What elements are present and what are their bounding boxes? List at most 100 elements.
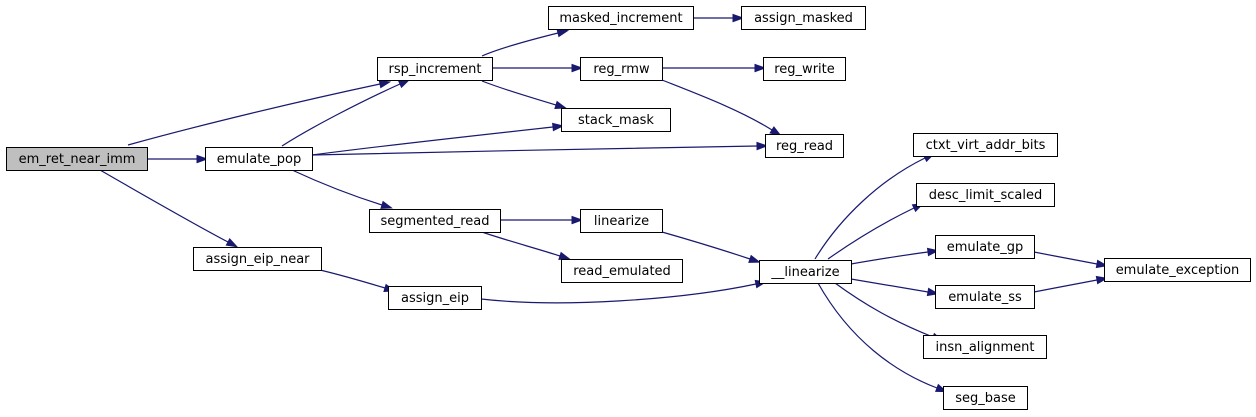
- node-box[interactable]: [913, 133, 1058, 157]
- node-label: assign_eip_near: [205, 252, 310, 267]
- node-label: assign_eip: [401, 291, 469, 306]
- edge-reg_rmw-to-reg_write: [662, 63, 767, 73]
- node-label: reg_read: [776, 139, 833, 154]
- edge-line: [319, 269, 386, 289]
- node-emulate-exception[interactable]: emulate_exception: [1104, 258, 1251, 282]
- edge-line: [661, 231, 751, 260]
- node-box[interactable]: [916, 183, 1055, 207]
- node-box[interactable]: [923, 335, 1047, 359]
- node-label: linearize: [594, 214, 649, 229]
- node-box[interactable]: [1104, 258, 1251, 282]
- node-emulate-pop[interactable]: emulate_pop: [205, 147, 313, 171]
- node-label: __linearize: [770, 265, 839, 280]
- node-box[interactable]: [561, 108, 671, 132]
- edge-line: [481, 32, 559, 57]
- node-label: reg_write: [774, 62, 835, 77]
- node-box[interactable]: [935, 235, 1035, 259]
- edge-arrowhead: [196, 154, 209, 164]
- node-box[interactable]: [388, 286, 482, 310]
- node-rsp-increment[interactable]: rsp_increment: [377, 57, 493, 81]
- node-label: emulate_exception: [1116, 263, 1240, 278]
- node-box[interactable]: [765, 134, 844, 158]
- node-assign-masked[interactable]: assign_masked: [741, 6, 866, 30]
- edge-arrowhead: [571, 215, 584, 225]
- node-box[interactable]: [561, 259, 683, 283]
- edge-rsp_increment-to-reg_rmw: [492, 63, 584, 73]
- node-segmented-read[interactable]: segmented_read: [369, 209, 501, 233]
- edge-assign_eip_near-to-assign_eip: [319, 269, 396, 292]
- node-box[interactable]: [935, 285, 1035, 309]
- node-seg-base[interactable]: seg_base: [943, 386, 1028, 410]
- edge-line: [481, 80, 557, 106]
- edge-arrowhead: [554, 100, 567, 109]
- node-box[interactable]: [943, 386, 1028, 410]
- edge-line: [281, 83, 401, 147]
- edge-arrowhead: [556, 28, 570, 38]
- node-label: masked_increment: [559, 11, 682, 26]
- edge-line: [827, 207, 915, 260]
- node-box[interactable]: [377, 57, 493, 81]
- node-box[interactable]: [548, 6, 694, 30]
- node-box[interactable]: [759, 260, 852, 284]
- edge-emulate_gp-to-emulate_exception: [1033, 251, 1109, 269]
- node-stack-mask[interactable]: stack_mask: [561, 108, 671, 132]
- node-read-emulated[interactable]: read_emulated: [561, 259, 683, 283]
- node-label: seg_base: [955, 391, 1016, 406]
- edge-emulate_pop-to-reg_read: [311, 141, 769, 156]
- node-label: stack_mask: [578, 113, 654, 128]
- edge-line: [834, 282, 934, 338]
- edge-arrowhead: [380, 200, 393, 209]
- node-box[interactable]: [193, 247, 322, 271]
- edge-arrowhead: [225, 237, 239, 248]
- edge-line: [850, 278, 929, 293]
- edge-linearize-to-__linearize: [661, 231, 761, 263]
- node-assign-eip-near[interactable]: assign_eip_near: [193, 247, 322, 271]
- node-reg-rmw[interactable]: reg_rmw: [580, 57, 663, 81]
- node-emulate-gp[interactable]: emulate_gp: [935, 235, 1035, 259]
- edge-arrowhead: [397, 79, 411, 89]
- edge-arrowhead: [756, 141, 769, 151]
- edge-arrowhead: [378, 79, 392, 89]
- node-box[interactable]: [6, 147, 148, 171]
- node-box[interactable]: [205, 147, 313, 171]
- node-label: ctxt_virt_addr_bits: [926, 138, 1046, 153]
- edge-reg_rmw-to-reg_read: [661, 79, 782, 137]
- edge-arrowhead: [754, 63, 767, 73]
- node-label: desc_limit_scaled: [929, 188, 1043, 203]
- edge-line: [1033, 251, 1098, 265]
- edge-line: [311, 145, 758, 156]
- edge-line: [291, 169, 383, 206]
- node-assign-eip[interactable]: assign_eip: [388, 286, 482, 310]
- node-box[interactable]: [763, 57, 846, 81]
- edge-emulate_pop-to-rsp_increment: [281, 79, 411, 147]
- edge-rsp_increment-to-stack_mask: [481, 80, 567, 109]
- node-box[interactable]: [580, 209, 663, 233]
- node-label: emulate_gp: [947, 240, 1024, 255]
- node-insn-alignment[interactable]: insn_alignment: [923, 335, 1047, 359]
- edge-line: [814, 157, 926, 260]
- edge-arrowhead: [748, 254, 761, 263]
- node-em-ret-near-imm[interactable]: em_ret_near_imm: [6, 147, 148, 171]
- node-box[interactable]: [369, 209, 501, 233]
- node-box[interactable]: [580, 57, 663, 81]
- node-reg-read[interactable]: reg_read: [765, 134, 844, 158]
- edge-__linearize-to-emulate_ss: [850, 278, 940, 297]
- edge-rsp_increment-to-masked_increment: [481, 28, 570, 57]
- edge-arrowhead: [571, 63, 584, 73]
- node-box[interactable]: [741, 6, 866, 30]
- node-emulate-ss[interactable]: emulate_ss: [935, 285, 1035, 309]
- edge-segmented_read-to-read_emulated: [481, 231, 571, 260]
- node-ctxt-virt-addr-bits[interactable]: ctxt_virt_addr_bits: [913, 133, 1058, 157]
- node-masked-increment[interactable]: masked_increment: [548, 6, 694, 30]
- node-label: read_emulated: [573, 264, 671, 279]
- node-linearize[interactable]: __linearize: [759, 260, 852, 284]
- edge-emulate_pop-to-stack_mask: [311, 122, 565, 156]
- edge-line: [817, 282, 938, 389]
- node-reg-write[interactable]: reg_write: [763, 57, 846, 81]
- edge-emulate_pop-to-segmented_read: [291, 169, 393, 209]
- node-linearize[interactable]: linearize: [580, 209, 663, 233]
- edge-__linearize-to-desc_limit_scaled: [827, 203, 925, 260]
- node-desc-limit-scaled[interactable]: desc_limit_scaled: [916, 183, 1055, 207]
- edge-arrowhead: [552, 122, 565, 132]
